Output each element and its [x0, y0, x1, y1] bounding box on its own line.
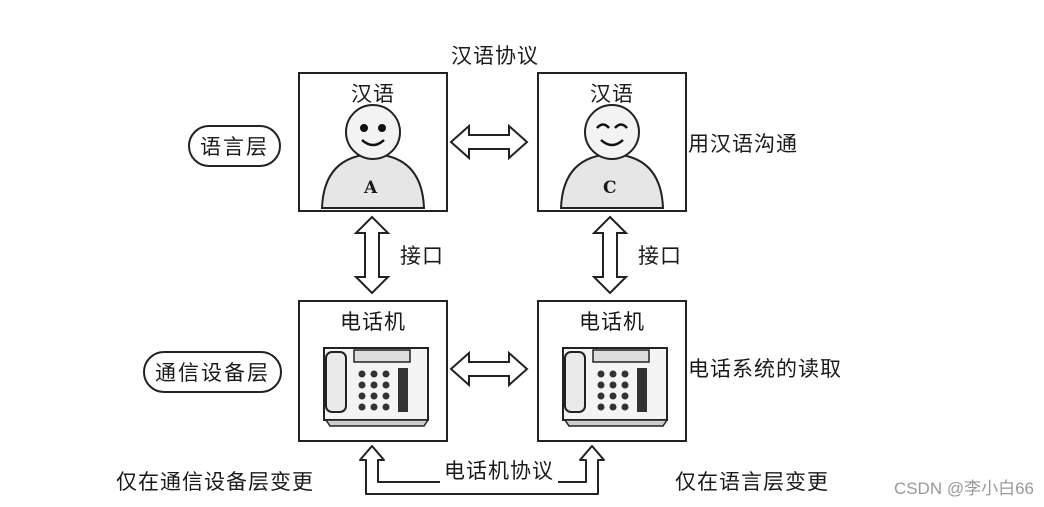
person-a-letter: A: [364, 178, 378, 198]
person-a-box: 汉语 A: [298, 72, 448, 212]
left-interface-label: 接口: [400, 244, 444, 268]
language-layer-pill: 语言层: [188, 125, 281, 167]
communicate-in-chinese-note: 用汉语沟通: [688, 132, 798, 156]
left-telephone-label: 电话机: [340, 310, 406, 334]
right-telephone-label: 电话机: [579, 310, 645, 334]
telephone-icon: [562, 347, 669, 427]
telephone-icon: [323, 347, 430, 427]
language-layer-change-note: 仅在语言层变更: [675, 470, 829, 494]
person-a-figure: [320, 104, 426, 209]
device-layer-change-note: 仅在通信设备层变更: [116, 470, 314, 494]
language-protocol-label: 汉语协议: [451, 44, 539, 68]
language-layer-double-arrow: [449, 123, 529, 161]
person-c-figure: [559, 104, 665, 209]
right-telephone-box: 电话机: [537, 300, 687, 442]
person-c-language-label: 汉语: [590, 82, 634, 106]
watermark: CSDN @李小白66: [893, 479, 1034, 498]
device-layer-double-arrow: [449, 350, 529, 388]
left-telephone-box: 电话机: [298, 300, 448, 442]
device-layer-pill: 通信设备层: [143, 351, 282, 393]
telephone-protocol-label: 电话机协议: [440, 455, 558, 485]
person-a-language-label: 汉语: [351, 82, 395, 106]
right-interface-arrow: [591, 215, 629, 295]
person-c-letter: C: [603, 178, 617, 198]
person-c-box: 汉语 C: [537, 72, 687, 212]
left-interface-arrow: [353, 215, 391, 295]
right-interface-label: 接口: [638, 244, 682, 268]
telephone-system-note: 电话系统的读取: [688, 357, 842, 381]
